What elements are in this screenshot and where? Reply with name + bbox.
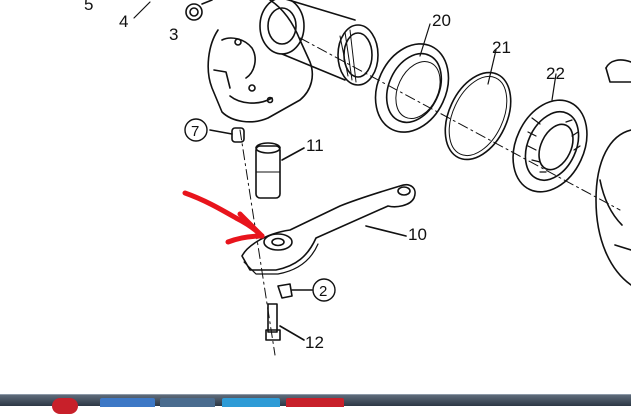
label-part-4: 4 bbox=[119, 12, 128, 31]
nut-part-3 bbox=[185, 0, 213, 21]
label-part-21: 21 bbox=[492, 38, 511, 57]
circled-label-2 bbox=[312, 278, 336, 302]
circled-label-7 bbox=[184, 118, 208, 142]
media-icon[interactable] bbox=[222, 398, 280, 407]
ring-part-21 bbox=[444, 71, 512, 161]
start-button[interactable] bbox=[52, 398, 78, 414]
label-leader-lines bbox=[133, 1, 557, 101]
steering-arm-part-10 bbox=[241, 183, 416, 275]
label-part-2: 2 bbox=[319, 283, 327, 300]
seal-part-20 bbox=[374, 43, 450, 133]
red-annotation-arrow bbox=[182, 190, 265, 245]
parts-diagram: 5 4 3 20 21 22 7 11 10 2 12 bbox=[84, 0, 631, 356]
grease-nipple-part-2 bbox=[277, 283, 313, 299]
label-part-11: 11 bbox=[306, 136, 324, 155]
label-part-5: 5 bbox=[84, 0, 93, 14]
label-part-7: 7 bbox=[191, 123, 199, 140]
bolt-part-12 bbox=[265, 303, 305, 341]
taskbar bbox=[0, 394, 631, 414]
app-icon[interactable] bbox=[286, 398, 344, 407]
kingpin-part-11 bbox=[255, 142, 305, 199]
bushing-part-7 bbox=[209, 127, 245, 143]
bearing-part-22 bbox=[512, 99, 588, 193]
label-part-22: 22 bbox=[546, 64, 565, 83]
steering-knuckle-housing bbox=[207, 0, 314, 123]
label-part-12: 12 bbox=[305, 333, 324, 352]
spindle-shaft bbox=[259, 0, 379, 86]
folder-icon[interactable] bbox=[160, 398, 215, 407]
assembly-axis-lines bbox=[239, 37, 621, 356]
label-part-10: 10 bbox=[408, 225, 427, 244]
label-part-20: 20 bbox=[432, 11, 451, 30]
wheel-hub bbox=[595, 59, 631, 286]
browser-icon[interactable] bbox=[100, 398, 155, 407]
label-part-3: 3 bbox=[169, 25, 178, 44]
